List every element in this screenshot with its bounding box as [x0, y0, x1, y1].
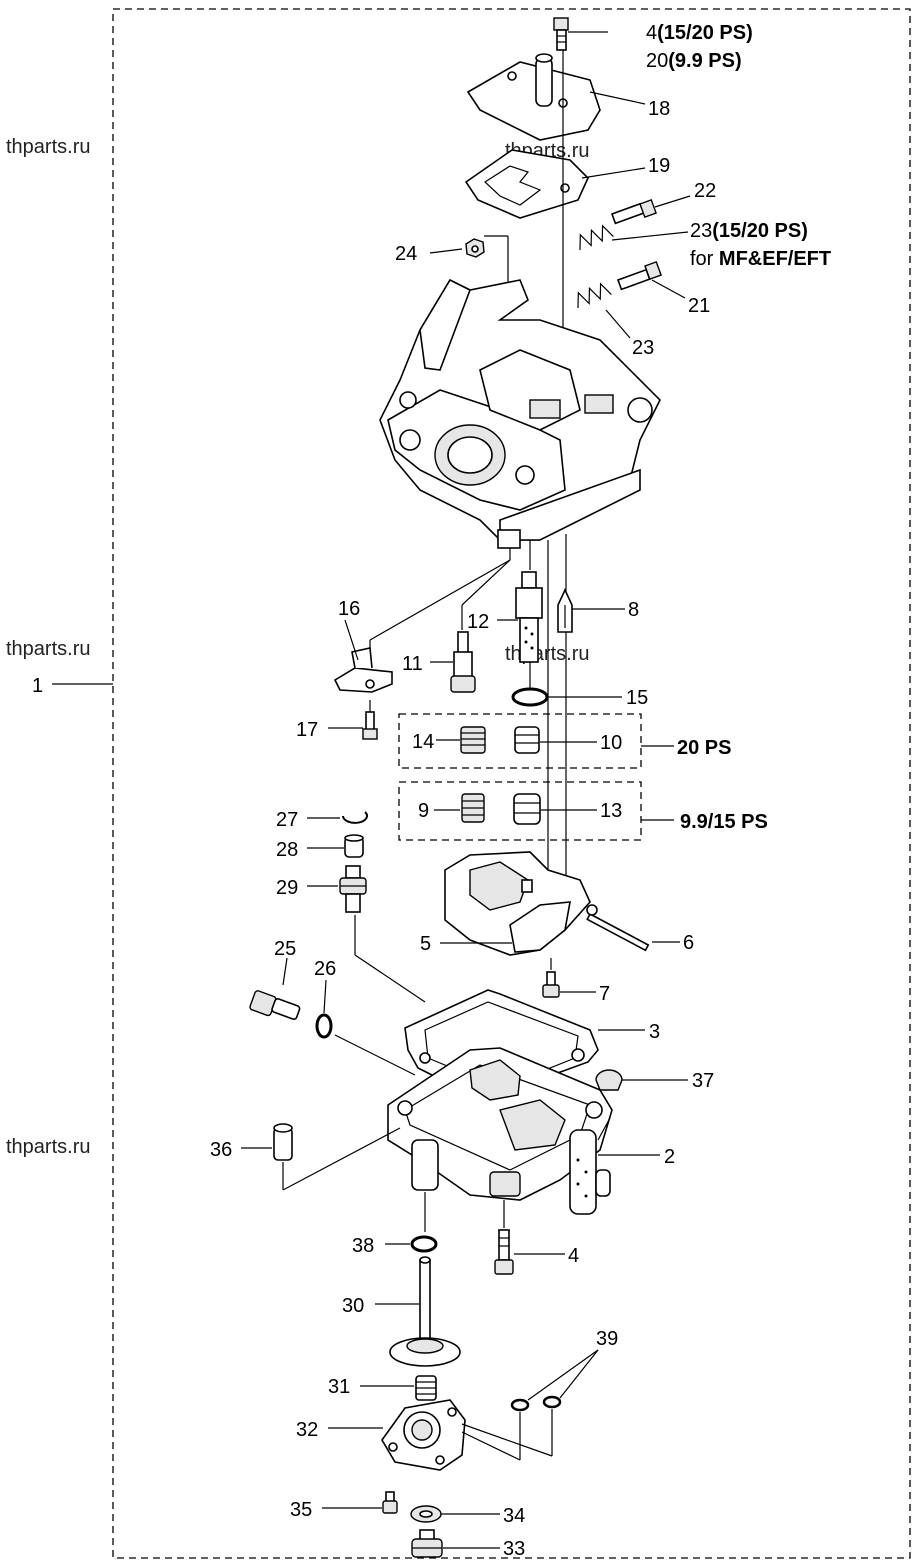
screw-part-33 [411, 1529, 443, 1558]
plunger-part-30 [389, 1256, 461, 1367]
spring-part-23-lower [577, 282, 612, 309]
screw-part-4-bottom [494, 1229, 514, 1275]
label-1: 1 [32, 675, 43, 697]
label-13: 13 [600, 800, 622, 822]
label-21: 21 [688, 295, 710, 317]
label-34: 34 [503, 1505, 525, 1527]
label-30: 30 [342, 1295, 364, 1317]
oring-part-39-b [542, 1395, 562, 1409]
label-22: 22 [694, 180, 716, 202]
label-15: 15 [626, 687, 648, 709]
group-box-99-15ps [398, 781, 642, 841]
nut-part-24 [465, 238, 485, 258]
cover-part-18 [466, 53, 601, 141]
plug-part-37 [595, 1069, 623, 1091]
label-27: 27 [276, 809, 298, 831]
assembly-frame [112, 8, 911, 1559]
label-11: 11 [402, 653, 423, 675]
jet-part-10 [514, 726, 540, 754]
label-4-bottom: 4 [568, 1245, 579, 1267]
oring-part-15 [511, 687, 549, 707]
label-4-top: 4(15/20 PS) [646, 22, 753, 44]
label-23-for: for MF&EF/EFT [690, 248, 831, 270]
label-23: 23 [632, 337, 654, 359]
screw-part-22 [610, 198, 657, 225]
oring-part-38 [410, 1235, 438, 1253]
label-12: 12 [467, 611, 489, 633]
pin-part-6 [586, 904, 650, 952]
screw-part-21 [616, 260, 662, 291]
label-32: 32 [296, 1419, 318, 1441]
float-chamber-part-2 [387, 1047, 613, 1215]
label-6: 6 [683, 932, 694, 954]
label-35: 35 [290, 1499, 312, 1521]
label-2: 2 [664, 1146, 675, 1168]
cover-part-32 [381, 1399, 466, 1471]
label-38: 38 [352, 1235, 374, 1257]
bracket-part-16 [333, 647, 393, 693]
spring-part-31 [415, 1375, 437, 1401]
label-23-top: 23(15/20 PS) [690, 220, 808, 242]
label-5: 5 [420, 933, 431, 955]
label-3: 3 [649, 1021, 660, 1043]
cap-part-28 [344, 834, 364, 858]
label-20-top: 20(9.9 PS) [646, 50, 742, 72]
jet-part-13 [513, 793, 541, 825]
label-19: 19 [648, 155, 670, 177]
label-25: 25 [274, 938, 296, 960]
spring-part-23-upper [579, 224, 614, 251]
watermark-4: thparts.ru [505, 643, 589, 665]
pilot-screw-part-29 [339, 865, 367, 913]
screw-part-17 [362, 711, 378, 740]
label-31: 31 [328, 1376, 350, 1398]
screw-part-7 [542, 971, 560, 998]
carburetor-body [379, 278, 661, 549]
label-26: 26 [314, 958, 336, 980]
float-part-5 [444, 851, 591, 956]
oring-part-39-a [510, 1398, 530, 1412]
label-28: 28 [276, 839, 298, 861]
label-9: 9 [418, 800, 429, 822]
watermark-3: thparts.ru [6, 638, 90, 660]
screw-part-35 [382, 1491, 398, 1514]
label-37: 37 [692, 1070, 714, 1092]
jet-part-14 [460, 726, 486, 754]
label-36: 36 [210, 1139, 232, 1161]
emulsion-tube-part-12 [515, 571, 543, 663]
label-14: 14 [412, 731, 434, 753]
watermark-5: thparts.ru [6, 1136, 90, 1158]
jet-part-9 [461, 793, 485, 823]
clip-part-27 [342, 811, 368, 824]
label-7: 7 [599, 983, 610, 1005]
jet-part-11 [450, 631, 476, 693]
label-29: 29 [276, 877, 298, 899]
label-10: 10 [600, 732, 622, 754]
needle-valve-part-8 [557, 588, 573, 633]
label-17: 17 [296, 719, 318, 741]
gasket-part-19 [464, 149, 589, 219]
watermark-1: thparts.ru [6, 136, 90, 158]
label-33: 33 [503, 1538, 525, 1560]
label-8: 8 [628, 599, 639, 621]
washer-part-26 [315, 1013, 333, 1039]
group-label-20ps: 20 PS [677, 737, 731, 759]
group-box-20ps [398, 713, 642, 769]
label-39: 39 [596, 1328, 618, 1350]
label-18: 18 [648, 98, 670, 120]
sleeve-part-36 [273, 1123, 293, 1161]
group-label-99-15ps: 9.9/15 PS [680, 811, 768, 833]
label-16: 16 [338, 598, 360, 620]
drain-screw-part-25 [249, 990, 301, 1021]
washer-part-34 [410, 1505, 442, 1523]
screw-part-4-top [553, 17, 569, 51]
label-24: 24 [395, 243, 417, 265]
